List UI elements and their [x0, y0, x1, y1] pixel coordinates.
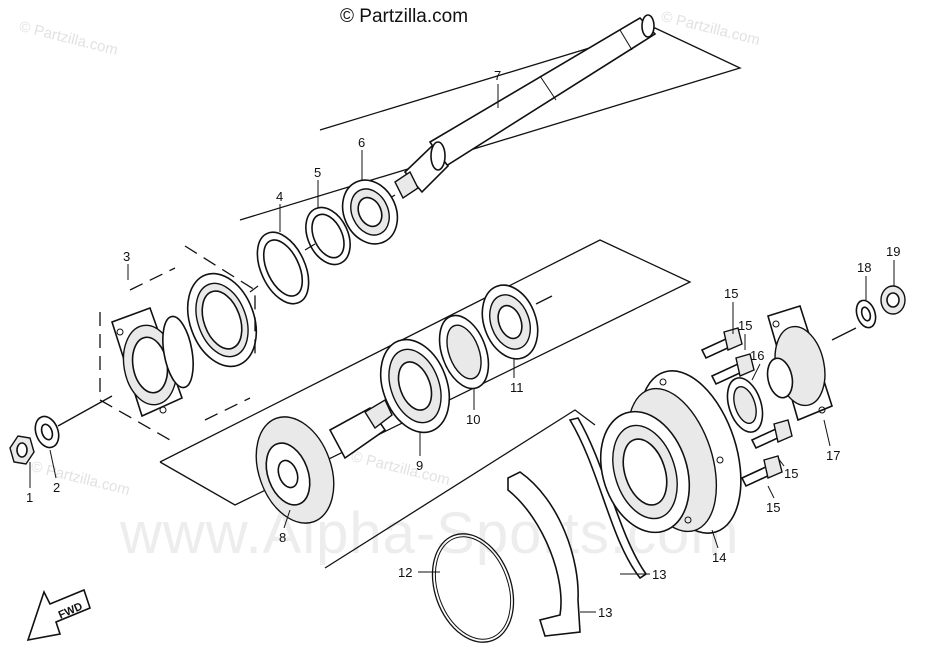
leader-lines	[29, 84, 895, 613]
washer-2	[34, 415, 60, 449]
callout-numbers: 1 2 3 4 5 6 7 8 9 10 11 12 13 13 14 15 1…	[26, 68, 900, 620]
callout-7: 7	[494, 68, 501, 83]
shim-13-lower	[507, 471, 581, 637]
group-outline-lower	[324, 409, 596, 569]
callout-2: 2	[53, 480, 60, 495]
callout-15c: 15	[784, 466, 798, 481]
bracket-3	[99, 245, 256, 441]
bevel-gear-8	[255, 399, 393, 524]
callout-6: 6	[358, 135, 365, 150]
callout-8: 8	[279, 530, 286, 545]
bolts-15	[700, 327, 793, 488]
callout-1: 1	[26, 490, 33, 505]
shaft	[369, 14, 657, 211]
ring-10	[438, 314, 490, 390]
callout-13a: 13	[652, 567, 666, 582]
seal-16	[726, 377, 764, 433]
callout-4: 4	[276, 189, 283, 204]
copyright-text: © Partzilla.com	[340, 6, 469, 27]
callout-15a: 15	[724, 286, 738, 301]
callout-11: 11	[510, 380, 524, 395]
callout-15b: 15	[738, 318, 752, 333]
callout-5: 5	[314, 165, 321, 180]
callout-3: 3	[123, 249, 130, 264]
group-outline-upper	[239, 27, 742, 221]
group-outline-middle	[159, 239, 692, 506]
callout-18: 18	[857, 260, 871, 275]
fwd-arrow-icon: FWD	[26, 588, 91, 642]
flange-housing	[111, 306, 194, 418]
seal-4	[256, 231, 310, 305]
callout-17: 17	[826, 448, 840, 463]
callout-16: 16	[750, 348, 764, 363]
callout-14: 14	[712, 550, 726, 565]
bearing-11	[481, 284, 539, 360]
callout-15d: 15	[766, 500, 780, 515]
oil-seal-3	[186, 272, 258, 368]
nut-19	[880, 285, 906, 315]
callout-10: 10	[466, 412, 480, 427]
bearing-6	[341, 179, 399, 245]
callout-12: 12	[398, 565, 412, 580]
callout-19: 19	[886, 244, 900, 259]
callout-13b: 13	[598, 605, 612, 620]
washer-18	[855, 299, 877, 329]
ring-5	[305, 206, 351, 266]
housing-14	[599, 370, 742, 534]
nut-1	[9, 435, 35, 465]
bearing-9	[379, 338, 451, 434]
flange-17	[766, 304, 833, 422]
callout-9: 9	[416, 458, 423, 473]
o-ring-12	[431, 533, 515, 643]
